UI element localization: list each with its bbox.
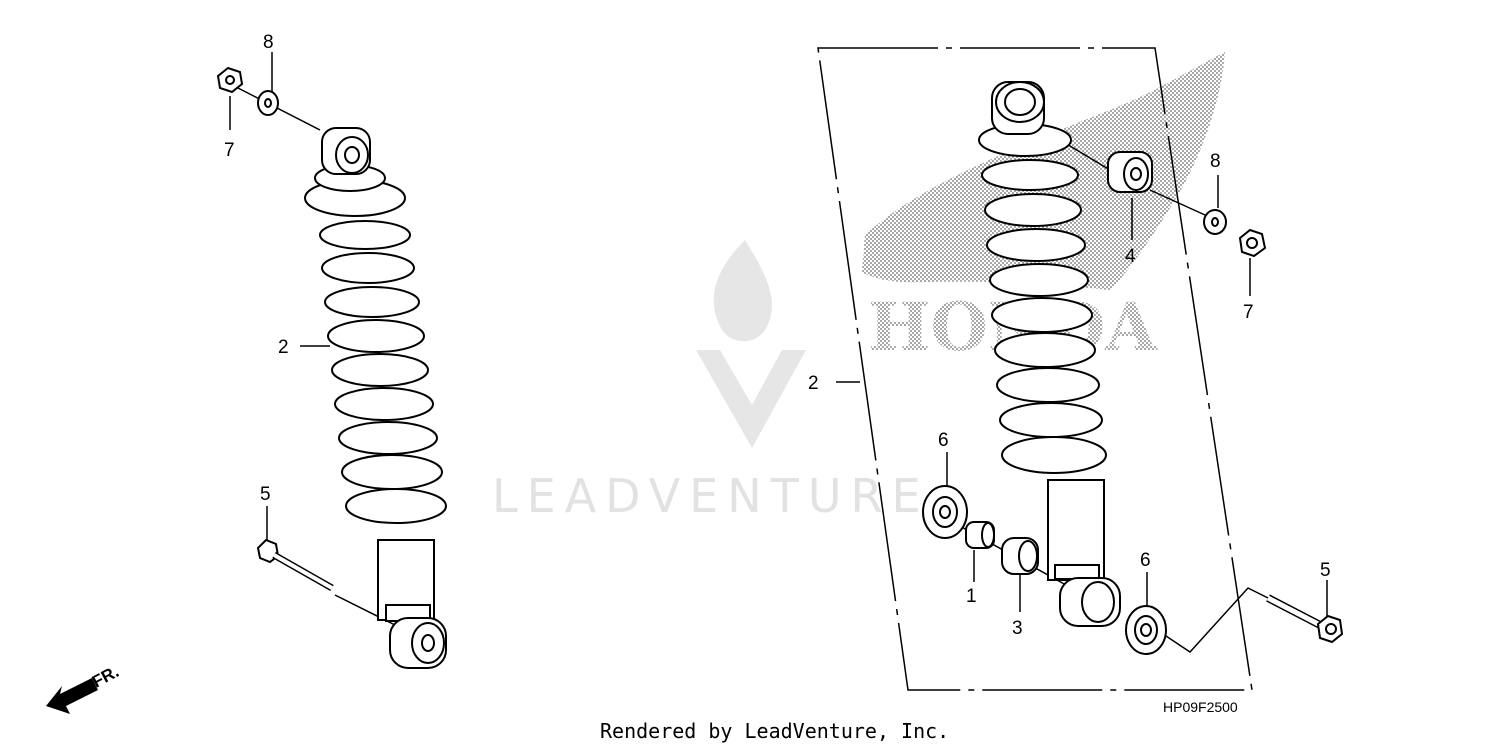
- flame-watermark-icon: [713, 240, 773, 342]
- front-arrow-icon: [46, 678, 98, 714]
- callout-7: 7: [224, 140, 235, 161]
- assembly-frame: [817, 47, 1253, 691]
- spacer-3: [1001, 537, 1039, 575]
- left-shock-assembly: 8 7 2 5: [216, 32, 447, 669]
- bolt-5: [1266, 594, 1344, 644]
- bolt-5: [256, 538, 334, 592]
- right-spring: [981, 159, 1107, 474]
- front-direction-indicator: FR.: [46, 662, 122, 714]
- bearing-6-lower: [1125, 605, 1167, 655]
- callout-6-lower: 6: [1140, 550, 1151, 571]
- v-watermark-icon: [696, 350, 806, 448]
- callout-2: 2: [278, 337, 289, 358]
- callout-7: 7: [1243, 302, 1254, 323]
- watermark-text: LEADVENTURE: [492, 469, 930, 523]
- collar-1: [965, 521, 995, 549]
- right-shock-assembly: 8 4 7 2 6 1 3 6 5: [808, 81, 1344, 655]
- leadventure-watermark: LEADVENTURE: [492, 240, 930, 523]
- callout-4: 4: [1125, 246, 1136, 267]
- left-spring: [319, 220, 447, 524]
- callout-1: 1: [966, 586, 977, 607]
- callout-5: 5: [1320, 560, 1331, 581]
- callout-6: 6: [938, 430, 949, 451]
- diagram-code: HP09F2500: [1163, 699, 1238, 715]
- footer-credit: Rendered by LeadVenture, Inc.: [600, 719, 949, 743]
- callout-2: 2: [808, 373, 819, 394]
- bushing-4: [1107, 151, 1153, 193]
- callout-8: 8: [1210, 151, 1221, 172]
- callout-8: 8: [263, 32, 274, 53]
- bearing-6: [922, 485, 968, 539]
- callout-5: 5: [260, 484, 271, 505]
- callout-3: 3: [1012, 618, 1023, 639]
